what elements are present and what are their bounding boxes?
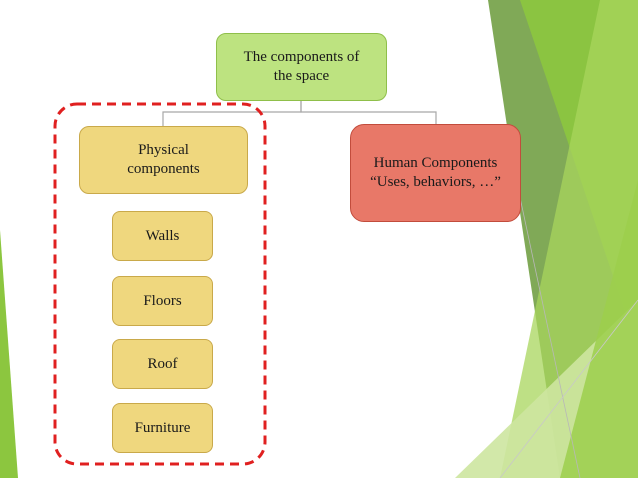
physical-line-1: Physical [138,142,189,159]
connectors [162,101,437,126]
furniture-label: Furniture [134,419,191,436]
roof-label: Roof [147,355,178,372]
root-node: The components of the space [216,33,387,101]
decor-line-2 [499,299,638,478]
human-components-node: Human Components “Uses, behaviors, …” [350,124,521,222]
furniture-node: Furniture [112,403,213,453]
walls-label: Walls [145,227,180,244]
root-line-1: The components of [243,49,360,66]
walls-node: Walls [112,211,213,261]
decor-line [511,159,581,478]
human-line-2: “Uses, behaviors, …” [370,174,501,190]
decor-triangle-bright [560,180,638,478]
human-line-1: Human Components [373,155,498,172]
root-line-2: the space [273,68,330,84]
decor-left-triangle [0,230,18,478]
floors-label: Floors [143,292,182,309]
physical-line-2: components [127,161,200,177]
floors-node: Floors [112,276,213,326]
roof-node: Roof [112,339,213,389]
physical-components-node: Physical components [79,126,248,194]
physical-group-highlight [53,102,267,466]
